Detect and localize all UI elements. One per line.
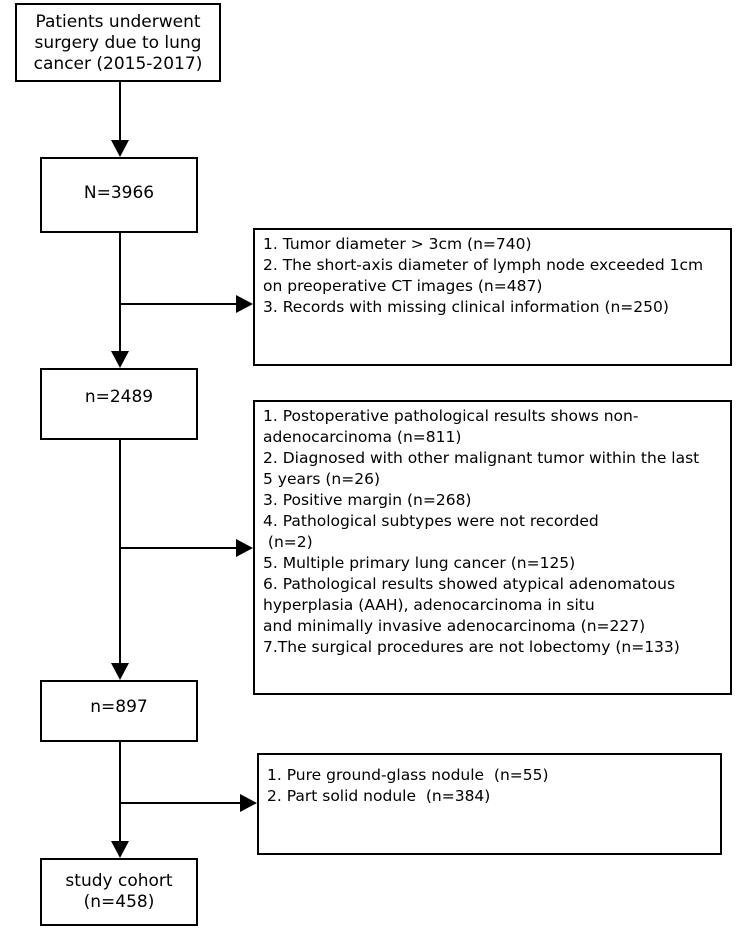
- start-box: Patients underwent surgery due to lung c…: [15, 3, 221, 82]
- start-line-1: Patients underwent: [35, 12, 201, 32]
- arrowhead-n2: [111, 351, 129, 368]
- exclusion2-line-1: 1. Postoperative pathological results sh…: [263, 407, 639, 425]
- exclusion2-line-12: 7.The surgical procedures are not lobect…: [263, 638, 680, 656]
- n1-box: N=3966: [40, 157, 198, 233]
- start-line-3: cancer (2015-2017): [33, 54, 203, 74]
- n1-label: N=3966: [83, 183, 155, 203]
- exclusion2-line-3: 2. Diagnosed with other malignant tumor …: [263, 449, 700, 467]
- arrowhead-n3: [111, 663, 129, 680]
- exclusion2-line-6: 4. Pathological subtypes were not record…: [263, 512, 599, 530]
- arrowhead-final: [111, 841, 129, 858]
- start-line-2: surgery due to lung: [34, 33, 202, 53]
- exclusion2-line-5: 3. Positive margin (n=268): [263, 491, 472, 509]
- n3-label: n=897: [90, 697, 148, 717]
- exclusion2-line-7: (n=2): [263, 533, 313, 551]
- exclusion1-line-1: 1. Tumor diameter > 3cm (n=740): [263, 235, 532, 253]
- exclusion1-line-3: on preoperative CT images (n=487): [263, 277, 543, 295]
- n3-box: n=897: [40, 680, 198, 742]
- exclusion1-line-2: 2. The short-axis diameter of lymph node…: [263, 256, 704, 274]
- arrowhead-exclusion2: [236, 539, 253, 557]
- exclusion3-line-2: 2. Part solid nodule (n=384): [267, 787, 491, 805]
- exclusion-box-2: 1. Postoperative pathological results sh…: [253, 400, 732, 695]
- exclusion2-line-8: 5. Multiple primary lung cancer (n=125): [263, 554, 576, 572]
- final-line-2: (n=458): [83, 892, 155, 912]
- final-box: study cohort (n=458): [40, 858, 198, 926]
- exclusion1-line-4: 3. Records with missing clinical informa…: [263, 298, 669, 316]
- n2-label: n=2489: [84, 387, 154, 407]
- arrowhead-exclusion1: [236, 295, 253, 313]
- arrowhead-exclusion3: [240, 794, 257, 812]
- exclusion2-line-11: and minimally invasive adenocarcinoma (n…: [263, 617, 646, 635]
- arrowhead-n1: [111, 140, 129, 157]
- exclusion2-line-4: 5 years (n=26): [263, 470, 380, 488]
- n2-box: n=2489: [40, 368, 198, 440]
- exclusion2-line-2: adenocarcinoma (n=811): [263, 428, 462, 446]
- final-line-1: study cohort: [65, 871, 173, 891]
- exclusion2-line-9: 6. Pathological results showed atypical …: [263, 575, 676, 593]
- exclusion3-line-1: 1. Pure ground-glass nodule (n=55): [267, 766, 549, 784]
- exclusion-box-3: 1. Pure ground-glass nodule (n=55) 2. Pa…: [257, 753, 722, 855]
- exclusion2-line-10: hyperplasia (AAH), adenocarcinoma in sit…: [263, 596, 595, 614]
- exclusion-box-1: 1. Tumor diameter > 3cm (n=740) 2. The s…: [253, 228, 732, 366]
